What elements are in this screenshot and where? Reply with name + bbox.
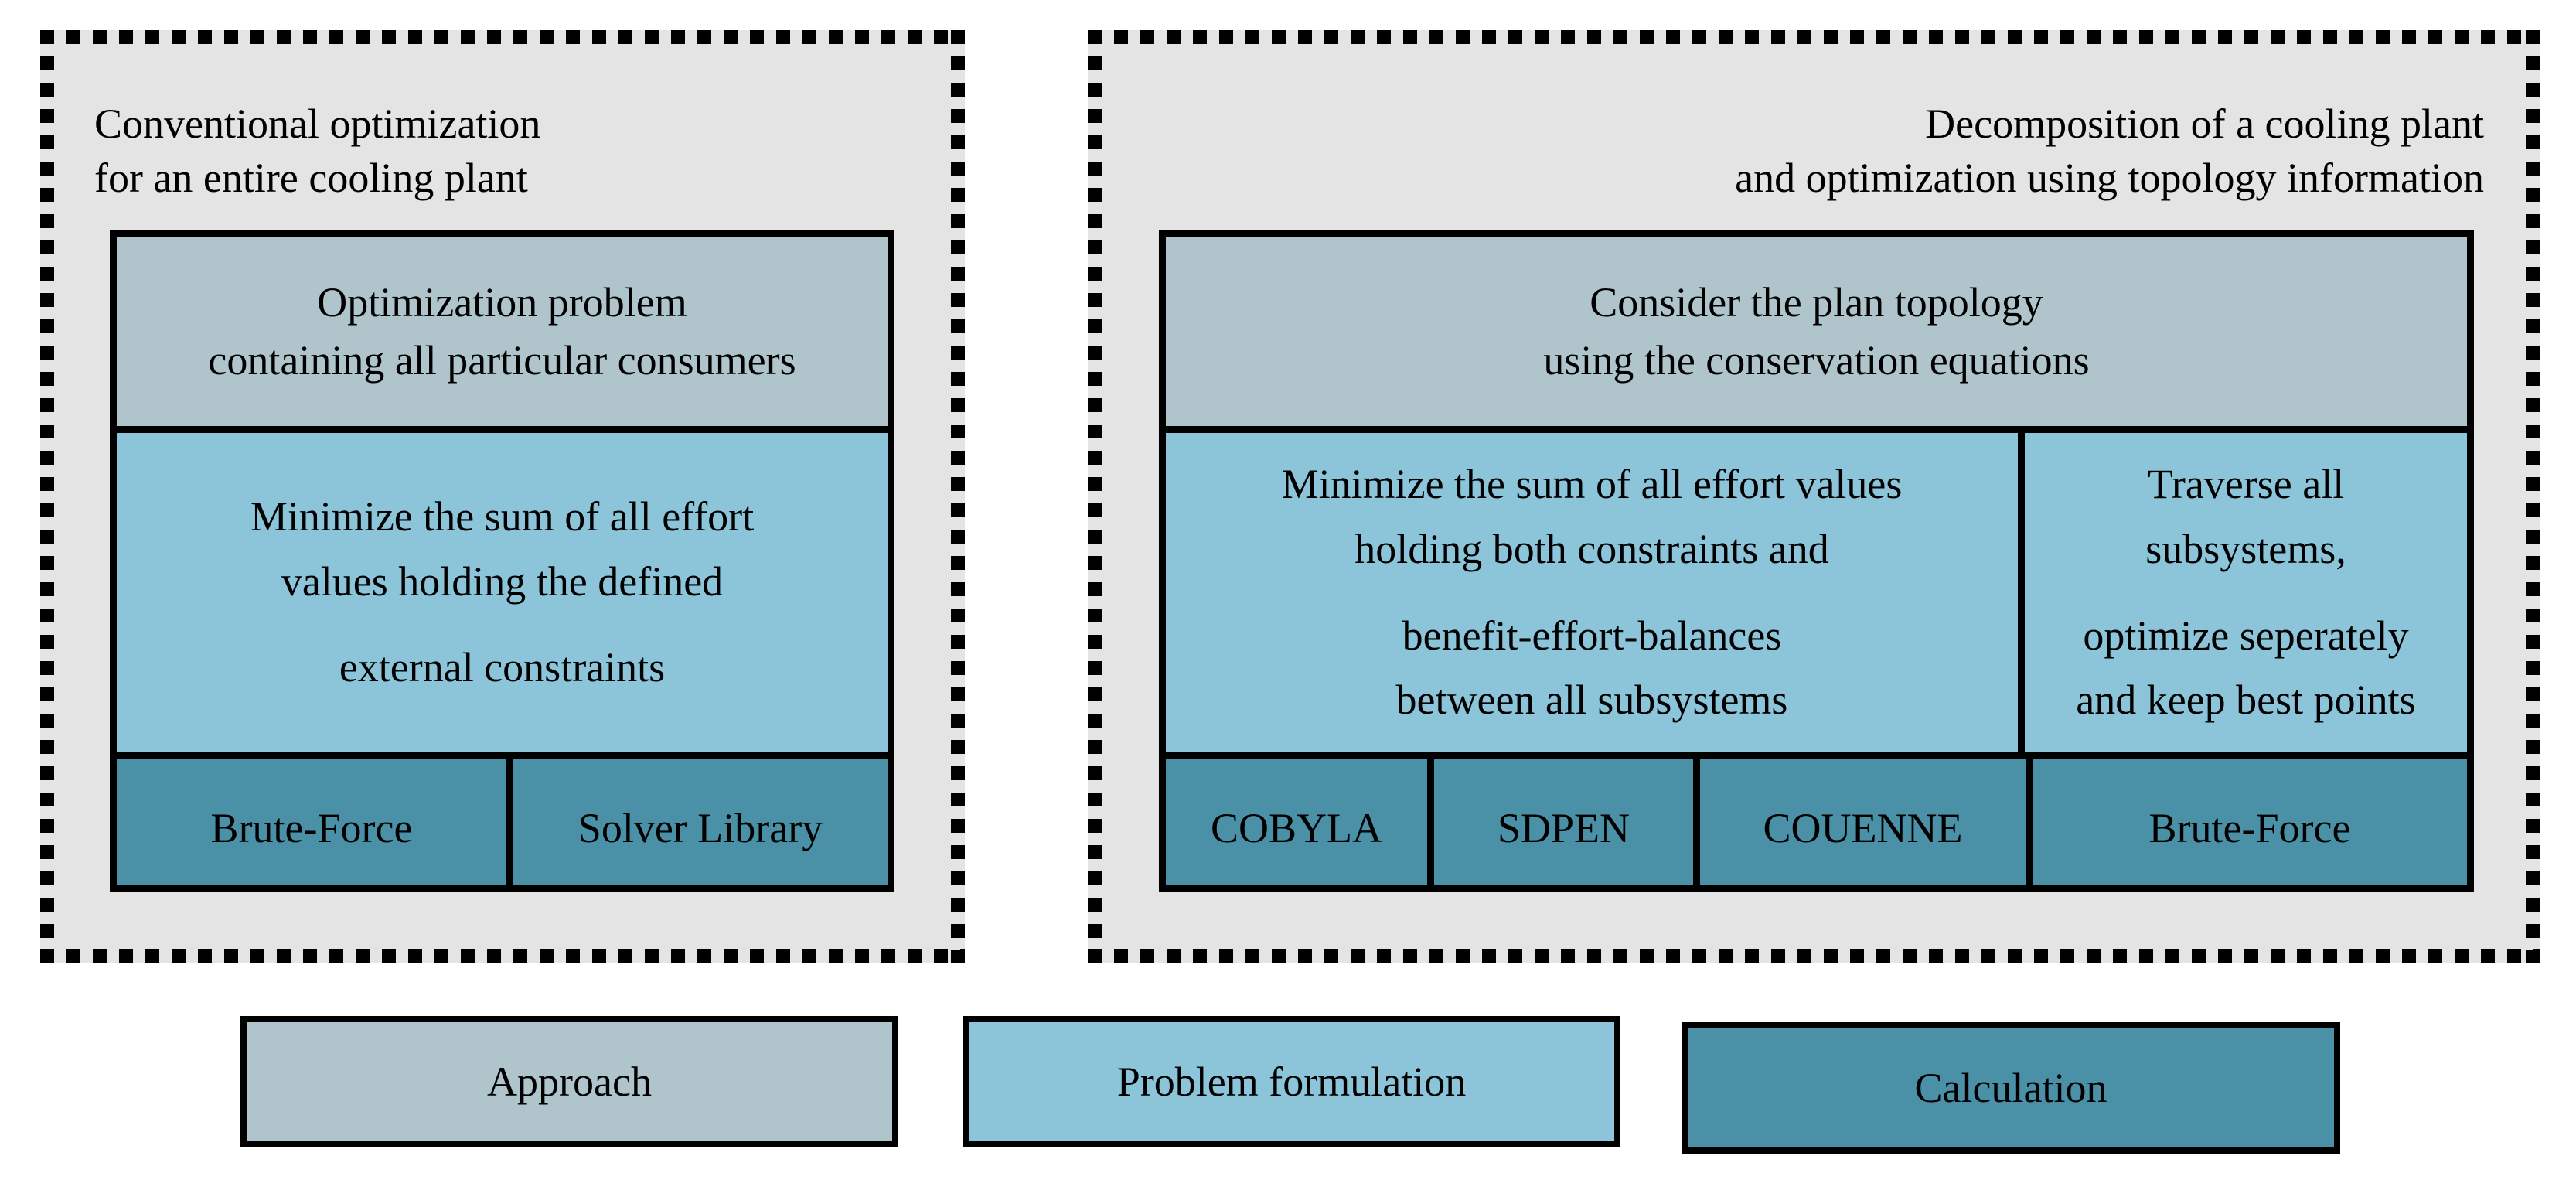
right-problem-formulation-box-minimize: Minimize the sum of all effort values ho… (1166, 433, 2018, 752)
calculation-label: Brute-Force (210, 805, 413, 851)
right-approach-text: Consider the plan topology using the con… (1543, 274, 2089, 389)
legend-problem-formulation: Problem formulation (963, 1016, 1620, 1147)
right-problem-traverse-paragraph-1: Traverse all subsystems, (2076, 452, 2415, 581)
right-problem-formulation-box-traverse: Traverse all subsystems, optimize sepera… (2025, 433, 2467, 752)
right-calculation-row: COBYLA SDPEN COUENNE Brute-Force (1166, 759, 2467, 885)
right-problem-minimize-line-2: holding both constraints and (1354, 525, 1829, 572)
left-problem-paragraph-2: external constraints (250, 636, 754, 701)
left-problem-line-1: Minimize the sum of all effort (250, 493, 755, 540)
right-panel-title: Decomposition of a cooling plant and opt… (1735, 97, 2484, 205)
left-approach-line-1: Optimization problem (317, 278, 687, 326)
legend-calculation: Calculation (1682, 1022, 2340, 1154)
right-method-stack: Consider the plan topology using the con… (1159, 230, 2474, 892)
right-problem-traverse-line-1: Traverse all (2147, 461, 2345, 508)
right-problem-minimize-line-1: Minimize the sum of all effort values (1281, 461, 1903, 508)
right-problem-minimize-line-4: between all subsystems (1395, 677, 1788, 724)
left-problem-row: Minimize the sum of all effort values ho… (117, 433, 888, 752)
right-problem-minimize-paragraph-1: Minimize the sum of all effort values ho… (1282, 452, 1903, 581)
right-problem-minimize-paragraph-2: benefit-effort-balances between all subs… (1282, 604, 1903, 733)
legend-calculation-label: Calculation (1914, 1065, 2107, 1111)
calculation-box-sdpen: SDPEN (1434, 759, 1693, 885)
left-method-stack: Optimization problem containing all part… (110, 230, 894, 892)
calculation-box-couenne: COUENNE (1700, 759, 2026, 885)
calculation-label: Brute-Force (2148, 805, 2351, 851)
left-approach-box: Optimization problem containing all part… (117, 237, 888, 426)
legend-problem-formulation-label: Problem formulation (1116, 1059, 1467, 1105)
right-problem-traverse-line-3: optimize seperately (2083, 612, 2409, 659)
left-calculation-row: Brute-Force Solver Library (117, 759, 888, 885)
calculation-label: SDPEN (1497, 805, 1630, 851)
calculation-box-brute-force: Brute-Force (117, 759, 506, 885)
legend-approach-label: Approach (487, 1059, 652, 1105)
left-panel-title-line-2: for an entire cooling plant (94, 155, 528, 202)
calculation-box-brute-force-right: Brute-Force (2033, 759, 2467, 885)
decomposition-optimization-panel: Decomposition of a cooling plant and opt… (1088, 30, 2540, 963)
calculation-box-solver-library: Solver Library (513, 759, 888, 885)
left-approach-text: Optimization problem containing all part… (208, 274, 796, 389)
legend-approach: Approach (240, 1016, 898, 1147)
right-approach-line-2: using the conservation equations (1543, 336, 2090, 384)
left-problem-formulation-box: Minimize the sum of all effort values ho… (117, 433, 888, 752)
right-panel-title-line-1: Decomposition of a cooling plant (1925, 101, 2484, 147)
calculation-label: COUENNE (1763, 805, 1963, 851)
calculation-label: COBYLA (1210, 805, 1382, 851)
right-problem-traverse-line-4: and keep best points (2076, 677, 2416, 724)
right-problem-row: Minimize the sum of all effort values ho… (1166, 433, 2467, 752)
right-problem-traverse-paragraph-2: optimize seperately and keep best points (2076, 604, 2415, 733)
right-panel-title-line-2: and optimization using topology informat… (1735, 155, 2484, 202)
left-problem-line-3: external constraints (339, 644, 666, 691)
right-problem-minimize-text: Minimize the sum of all effort values ho… (1282, 452, 1903, 733)
right-problem-traverse-text: Traverse all subsystems, optimize sepera… (2076, 452, 2415, 733)
left-panel-title-line-1: Conventional optimization (94, 101, 541, 147)
calculation-box-cobyla: COBYLA (1166, 759, 1427, 885)
right-approach-line-1: Consider the plan topology (1590, 278, 2043, 326)
left-problem-text: Minimize the sum of all effort values ho… (250, 485, 754, 701)
calculation-label: Solver Library (578, 805, 823, 851)
right-approach-box: Consider the plan topology using the con… (1166, 237, 2467, 426)
conventional-optimization-panel: Conventional optimization for an entire … (40, 30, 965, 963)
right-problem-traverse-line-2: subsystems, (2145, 525, 2346, 572)
left-problem-line-2: values holding the defined (281, 557, 724, 605)
right-problem-minimize-line-3: benefit-effort-balances (1402, 612, 1782, 659)
left-problem-paragraph-1: Minimize the sum of all effort values ho… (250, 485, 754, 614)
left-approach-line-2: containing all particular consumers (208, 336, 796, 384)
left-panel-title: Conventional optimization for an entire … (94, 97, 540, 205)
